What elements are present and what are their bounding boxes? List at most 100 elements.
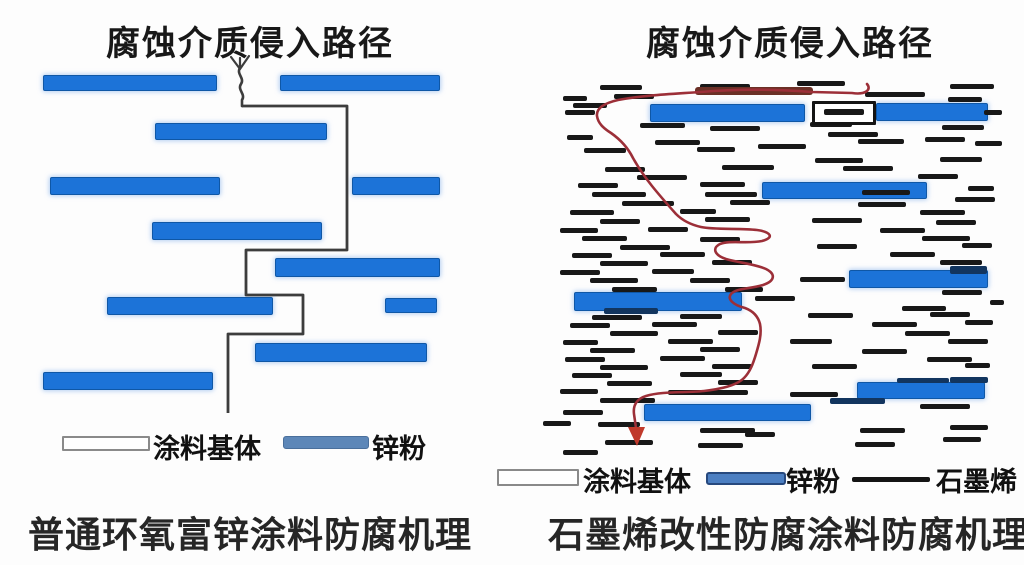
right-legend-graphene-swatch [852, 477, 930, 482]
zinc-bar [352, 177, 440, 195]
graphene-zinc-overlap-dash [604, 308, 658, 314]
right-legend-zinc-label: 锌粉 [786, 467, 840, 497]
graphene-dash [948, 339, 988, 344]
graphene-dash [614, 94, 654, 99]
zinc-bar [107, 297, 273, 315]
right-panel-title: 腐蚀介质侵入路径 [646, 25, 934, 63]
right-legend-graphene-label: 石墨烯 [936, 467, 1017, 497]
zinc-bar [255, 343, 427, 362]
graphene-dash [590, 348, 635, 353]
zinc-bar [644, 404, 811, 421]
graphene-zinc-overlap-dash [950, 377, 988, 383]
graphene-dash [858, 139, 904, 144]
graphene-dash [943, 437, 981, 442]
graphene-dash [700, 428, 755, 433]
zinc-bar [857, 382, 985, 399]
graphene-dash [648, 227, 688, 232]
graphene-dash [700, 347, 740, 352]
left-legend-matrix-swatch [62, 436, 150, 451]
graphene-dash [570, 210, 614, 215]
graphene-dash [598, 422, 640, 427]
graphene-dash [902, 306, 946, 311]
right-legend-matrix-label: 涂料基体 [583, 467, 691, 497]
graphene-dash [790, 339, 832, 344]
zinc-bar [574, 292, 742, 311]
graphene-dash [948, 97, 982, 102]
graphene-dash [755, 296, 795, 301]
graphene-dash [590, 278, 638, 283]
graphene-dash [858, 202, 906, 207]
graphene-dash [563, 410, 603, 415]
graphene-dash [942, 290, 982, 295]
graphene-zinc-overlap-dash [830, 398, 885, 404]
graphene-dash [880, 228, 925, 233]
left-intrusion-squiggle-icon [237, 66, 245, 108]
left-legend-zinc-label: 锌粉 [372, 434, 426, 464]
graphene-dash [703, 390, 748, 395]
zinc-bar [275, 258, 440, 277]
graphene-dash [718, 330, 758, 335]
graphene-zinc-overlap-dash [950, 266, 987, 274]
graphene-dash [592, 192, 646, 197]
graphene-dash [652, 269, 694, 274]
graphene-dash [563, 340, 598, 345]
graphene-dash [940, 157, 982, 162]
right-legend-matrix-swatch [497, 469, 579, 486]
graphene-dash [605, 167, 645, 172]
graphene-dash [567, 135, 593, 140]
graphene-dash [962, 243, 992, 248]
graphene-dash [712, 260, 752, 265]
graphene-dash [855, 442, 895, 447]
graphene-dash [640, 123, 685, 128]
zinc-bar [155, 123, 327, 140]
graphene-dash [712, 364, 752, 369]
graphene-dash [722, 165, 774, 170]
graphene-dash [862, 349, 907, 354]
graphene-dash [560, 270, 600, 275]
graphene-dash [758, 144, 806, 149]
right-legend-zinc-swatch [706, 472, 786, 485]
graphene-dash [925, 137, 965, 142]
graphene-zinc-overlap-dash [897, 378, 949, 383]
graphene-dash [612, 287, 657, 292]
graphene-dash [563, 450, 598, 455]
graphene-dash [560, 228, 598, 233]
graphene-dash [655, 140, 700, 145]
graphene-dash [920, 404, 970, 409]
graphene-dash [990, 300, 1004, 305]
graphene-dash [918, 174, 958, 179]
graphene-dash [607, 381, 652, 386]
graphene-dash [573, 103, 607, 108]
graphene-dash [652, 322, 697, 327]
graphene-dash [582, 236, 627, 241]
graphene-dash [622, 201, 674, 206]
left-panel-caption: 普通环氧富锌涂料防腐机理 [27, 514, 472, 555]
graphene-dash [812, 218, 862, 223]
graphene-dash [698, 443, 743, 448]
graphene-dash [800, 277, 845, 282]
graphene-dash [705, 192, 757, 197]
graphene-dash [790, 392, 838, 397]
graphene-dash [680, 372, 722, 377]
graphene-dash [680, 314, 722, 319]
graphene-dash [690, 278, 730, 283]
graphene-dash [950, 84, 994, 89]
graphene-dash [745, 432, 775, 437]
graphene-dash [936, 220, 976, 225]
graphene-dash [872, 322, 917, 327]
graphene-dash [828, 132, 878, 137]
graphene-dash [817, 244, 857, 249]
graphene-dash [812, 364, 857, 369]
graphene-dash [565, 110, 595, 115]
graphene-dash [922, 236, 970, 241]
graphene-dash [572, 373, 612, 378]
graphene-dash [984, 110, 1002, 115]
graphene-dash [950, 425, 988, 430]
graphene-dash [890, 252, 935, 257]
graphene-dash [710, 126, 760, 131]
graphene-dash [600, 261, 648, 266]
zinc-bar [43, 75, 217, 91]
graphene-dash [600, 398, 655, 403]
graphene-dash [620, 245, 670, 250]
